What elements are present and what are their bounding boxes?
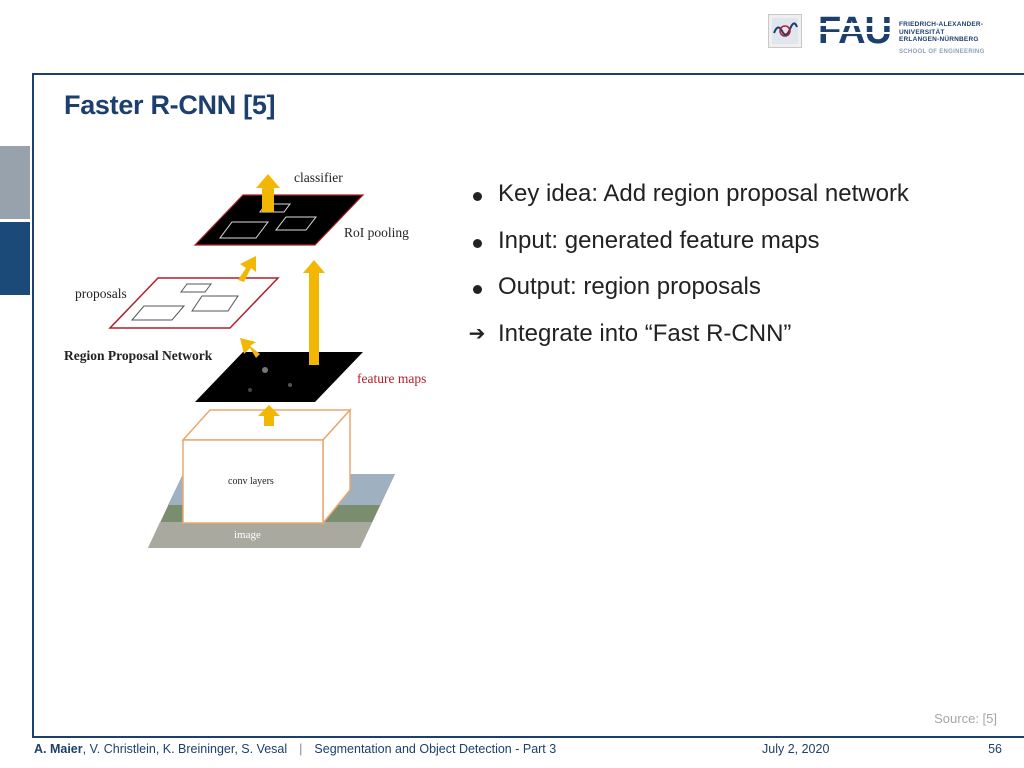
slide-frame bbox=[32, 73, 1024, 738]
side-nav-tab-current[interactable] bbox=[0, 222, 30, 295]
bullet-list: Key idea: Add region proposal network In… bbox=[466, 180, 909, 366]
school-name: SCHOOL OF ENGINEERING bbox=[899, 49, 985, 55]
faculty-logo-icon bbox=[768, 14, 802, 48]
bullet-dot-icon bbox=[466, 273, 488, 301]
fau-logo: FAU bbox=[818, 10, 896, 52]
source-citation: Source: [5] bbox=[934, 711, 997, 726]
arrow-conv-to-features bbox=[258, 405, 280, 426]
faster-rcnn-diagram: classifier RoI pooling proposals Region … bbox=[60, 160, 440, 560]
footer-co-authors: , V. Christlein, K. Breininger, S. Vesal bbox=[82, 742, 288, 756]
bullet-dot-icon bbox=[466, 180, 488, 208]
university-line-2: UNIVERSITÄT bbox=[899, 28, 945, 36]
footer-lecture-title: Segmentation and Object Detection - Part… bbox=[314, 742, 557, 756]
footer-main-author: A. Maier bbox=[34, 742, 83, 756]
university-line-3: ERLANGEN-NÜRNBERG bbox=[899, 36, 979, 43]
proposals-plane bbox=[108, 277, 280, 329]
bullet-item: Input: generated feature maps bbox=[466, 227, 909, 274]
label-rpn: Region Proposal Network bbox=[64, 348, 213, 363]
label-classifier: classifier bbox=[294, 170, 343, 185]
label-feature-maps: feature maps bbox=[357, 371, 427, 386]
university-line-1: FRIEDRICH-ALEXANDER- bbox=[899, 21, 984, 28]
footer-date: July 2, 2020 bbox=[762, 742, 830, 756]
bullet-text: Key idea: Add region proposal network bbox=[498, 180, 909, 207]
bullet-item: Output: region proposals bbox=[466, 273, 909, 320]
university-name: FRIEDRICH-ALEXANDER- UNIVERSITÄT ERLANGE… bbox=[899, 21, 983, 44]
arrow-features-to-roi bbox=[303, 260, 325, 365]
bullet-text: Integrate into “Fast R-CNN” bbox=[498, 319, 792, 347]
footer-separator: | bbox=[299, 742, 303, 756]
footer-credits: A. Maier, V. Christlein, K. Breininger, … bbox=[34, 742, 556, 756]
label-proposals: proposals bbox=[75, 286, 127, 301]
arrow-proposals-to-roi bbox=[238, 256, 256, 282]
bullet-dot-icon bbox=[466, 227, 488, 255]
side-nav-tab-previous[interactable] bbox=[0, 146, 30, 219]
arrow-rpn bbox=[240, 338, 260, 358]
label-roi-pooling: RoI pooling bbox=[344, 225, 409, 240]
page-number: 56 bbox=[988, 742, 1002, 756]
bullet-item: Key idea: Add region proposal network bbox=[466, 180, 909, 227]
bullet-text: Input: generated feature maps bbox=[498, 226, 820, 254]
svg-text:FAU: FAU bbox=[818, 10, 891, 48]
label-conv-layers: conv layers bbox=[228, 476, 274, 487]
roi-pooling-plane bbox=[193, 194, 365, 246]
slide-title: Faster R-CNN [5] bbox=[64, 90, 276, 120]
feature-maps-plane bbox=[195, 352, 363, 402]
arrow-to-classifier bbox=[256, 174, 280, 212]
bullet-text: Output: region proposals bbox=[498, 273, 761, 300]
arrow-right-icon: ➔ bbox=[468, 322, 486, 345]
label-image: image bbox=[234, 529, 261, 541]
bullet-item: ➔ Integrate into “Fast R-CNN” bbox=[466, 320, 909, 367]
